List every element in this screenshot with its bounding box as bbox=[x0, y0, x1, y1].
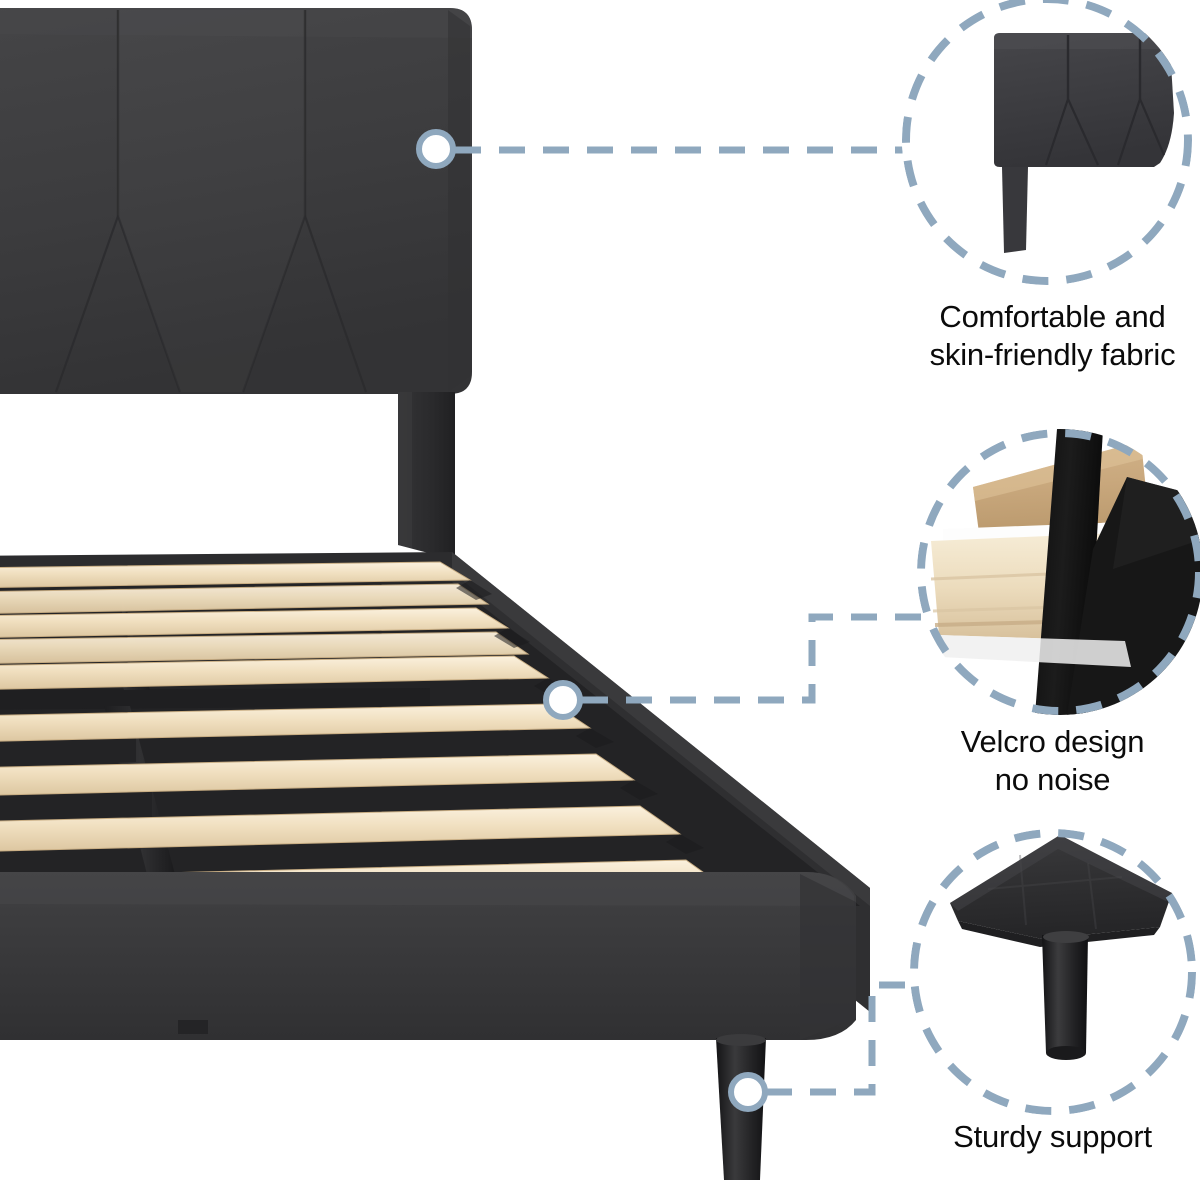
feature-label-velcro: Velcro design no noise bbox=[960, 724, 1145, 797]
velcro-strap-thumbnail-illustration bbox=[917, 429, 1200, 715]
callout-thumbnail-fabric bbox=[902, 0, 1192, 285]
headboard-group bbox=[0, 8, 472, 394]
marker-dot-sturdy[interactable] bbox=[728, 1072, 768, 1112]
front-upholstered-rail bbox=[0, 872, 856, 1040]
callout-thumbnail-sturdy bbox=[910, 829, 1196, 1115]
feature-label-fabric: Comfortable and skin-friendly fabric bbox=[929, 299, 1176, 372]
marker-dot-fabric[interactable] bbox=[416, 129, 456, 169]
callout-thumbnail-velcro bbox=[917, 429, 1200, 715]
feature-label-sturdy: Sturdy support bbox=[953, 1119, 1152, 1154]
marker-dot-velcro[interactable] bbox=[543, 680, 583, 720]
bed-leg-thumbnail-illustration bbox=[910, 829, 1196, 1115]
headboard-thumbnail-illustration bbox=[902, 0, 1192, 285]
headboard-post bbox=[398, 392, 455, 560]
